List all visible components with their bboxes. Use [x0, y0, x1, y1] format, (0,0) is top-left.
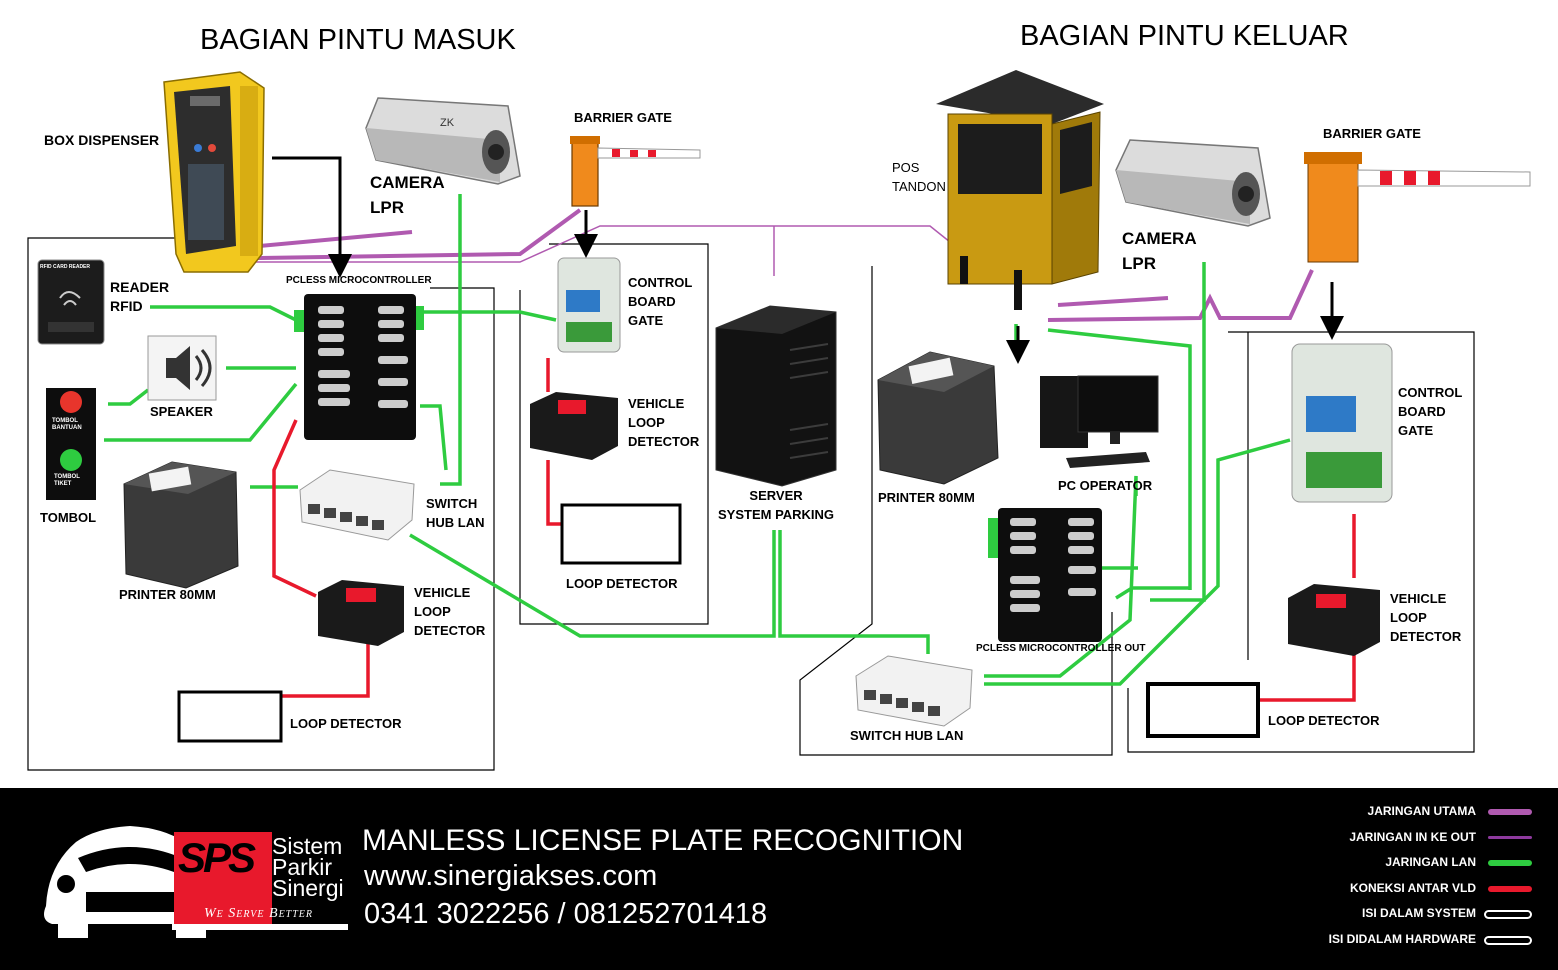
loop-detector-entry-label: LOOP DETECTOR: [290, 716, 402, 731]
footer-title: MANLESS LICENSE PLATE RECOGNITION: [362, 824, 964, 857]
legend-swatch: [1488, 836, 1532, 840]
loop-detector-rect-entry: [177, 690, 283, 743]
tombol-tiket-label: TOMBOL TIKET: [54, 474, 80, 487]
desktop-pc-icon: [1040, 375, 1159, 468]
car-logo-icon: [44, 826, 348, 938]
pcless-entry-label: PCLESS MICROCONTROLLER: [286, 275, 432, 286]
footer-phone: 0341 3022256 / 081252701418: [364, 898, 768, 930]
legend-label: ISI DIDALAM HARDWARE: [1328, 932, 1476, 946]
network-switch-icon-entry: [299, 469, 415, 541]
camera-lpr-entry-label: CAMERA LPR: [370, 173, 445, 217]
footer: SPS Sistem Parkir Sinergi We Serve Bette…: [0, 788, 1558, 970]
pcless-exit-label: PCLESS MICROCONTROLLER OUT: [976, 643, 1146, 654]
brand-line2: Parkir: [272, 854, 333, 880]
legend-item: ISI DIDALAM HARDWARE: [998, 930, 1558, 950]
tombol-bantuan-label: TOMBOL BANTUAN: [52, 418, 82, 431]
legend-item: JARINGAN UTAMA: [998, 802, 1558, 822]
legend-label: JARINGAN LAN: [1385, 855, 1476, 870]
camera-lpr-exit-label: CAMERA LPR: [1122, 229, 1197, 273]
green-lan-lines: [104, 194, 1291, 686]
legend-label: JARINGAN IN KE OUT: [1349, 829, 1476, 844]
black-arrows: [272, 156, 1344, 364]
loop-detector-rect-gate: [560, 503, 682, 565]
legend-swatch: [1488, 860, 1532, 867]
brand-line1: Sistem: [272, 833, 343, 859]
cctv-camera-icon-exit: [1115, 139, 1271, 227]
logo-letters: SPS: [178, 834, 256, 881]
entry-section-title: BAGIAN PINTU MASUK: [200, 24, 516, 56]
control-board-exit-label: CONTROL BOARD GATE: [1398, 385, 1463, 438]
printer-exit-label: PRINTER 80MM: [878, 490, 975, 505]
purple-thin-lines: [250, 225, 961, 276]
barrier-gate-exit-label: BARRIER GATE: [1323, 126, 1421, 141]
legend-item: ISI DALAM SYSTEM: [998, 904, 1558, 924]
vld-gate-label: VEHICLE LOOP DETECTOR: [628, 396, 700, 449]
tombol-label: TOMBOL: [40, 510, 97, 525]
switch-hub-exit-label: SWITCH HUB LAN: [850, 728, 964, 743]
section-outlines: [27, 237, 1475, 771]
vld-entry-label: VEHICLE LOOP DETECTOR: [414, 585, 486, 638]
barrier-gate-icon-exit: [1304, 152, 1531, 263]
loop-detector-gate-label: LOOP DETECTOR: [566, 576, 678, 591]
pcless-board-entry: [294, 294, 424, 440]
legend-label: KONEKSI ANTAR VLD: [1350, 880, 1476, 895]
printer-entry-label: PRINTER 80MM: [119, 587, 216, 602]
legend-swatch: [1484, 910, 1532, 920]
footer-website: www.sinergiakses.com: [364, 860, 658, 892]
pcless-board-exit: [988, 508, 1102, 642]
control-board-icon-exit: [1291, 343, 1393, 503]
legend-swatch: [1488, 809, 1532, 815]
diagram-canvas: ZK: [0, 0, 1558, 788]
vld-icon-gate: [530, 392, 618, 460]
legend-swatch: [1488, 885, 1532, 892]
legend-item: KONEKSI ANTAR VLD: [998, 879, 1558, 899]
legend-label: JARINGAN UTAMA: [1367, 804, 1476, 818]
thermal-printer-icon-entry: [123, 461, 239, 589]
legend-item: JARINGAN IN KE OUT: [998, 828, 1558, 848]
red-vld-lines: [272, 358, 1356, 702]
diagram-svg: ZK: [27, 70, 1531, 771]
brand-line3: Sinergi: [272, 875, 344, 901]
vld-exit-label: VEHICLE LOOP DETECTOR: [1390, 591, 1462, 644]
rfid-card-text: RFID CARD READER: [40, 264, 90, 270]
pc-operator-label: PC OPERATOR: [1058, 478, 1153, 493]
rfid-reader-icon: [37, 259, 105, 345]
legend-item: JARINGAN LAN: [998, 853, 1558, 873]
speaker-label: SPEAKER: [150, 404, 213, 419]
vld-icon-entry: [318, 580, 404, 646]
barrier-gate-icon-entry: [570, 136, 701, 207]
speaker-icon: [147, 335, 217, 401]
reader-rfid-label: READER RFID: [110, 279, 170, 314]
loop-detector-rect-exit: [1146, 682, 1260, 738]
button-panel-icon: [46, 388, 96, 500]
loop-detector-exit-label: LOOP DETECTOR: [1268, 713, 1380, 728]
ticket-dispenser-icon: [163, 71, 265, 273]
server-label: SERVER SYSTEM PARKING: [718, 488, 835, 522]
box-dispenser-label: BOX DISPENSER: [44, 132, 160, 148]
svg-text:ZK: ZK: [440, 117, 455, 129]
control-board-icon-entry: [557, 257, 621, 353]
vld-icon-exit: [1288, 584, 1380, 656]
pos-tandon-label: POS TANDON: [892, 160, 946, 194]
cctv-camera-icon-entry: ZK: [365, 97, 521, 185]
legend-swatch: [1484, 936, 1532, 945]
guard-booth-icon: [936, 70, 1104, 310]
switch-hub-entry-label: SWITCH HUB LAN: [426, 496, 485, 530]
tagline: We Serve Better: [204, 906, 314, 921]
server-tower-icon: [715, 305, 837, 487]
barrier-gate-entry-label: BARRIER GATE: [574, 110, 672, 125]
exit-section-title: BAGIAN PINTU KELUAR: [1020, 20, 1349, 52]
network-switch-icon-exit: [855, 655, 973, 727]
legend-label: ISI DALAM SYSTEM: [1361, 906, 1476, 921]
control-board-entry-label: CONTROL BOARD GATE: [628, 275, 693, 328]
thermal-printer-icon-exit: [877, 351, 999, 485]
